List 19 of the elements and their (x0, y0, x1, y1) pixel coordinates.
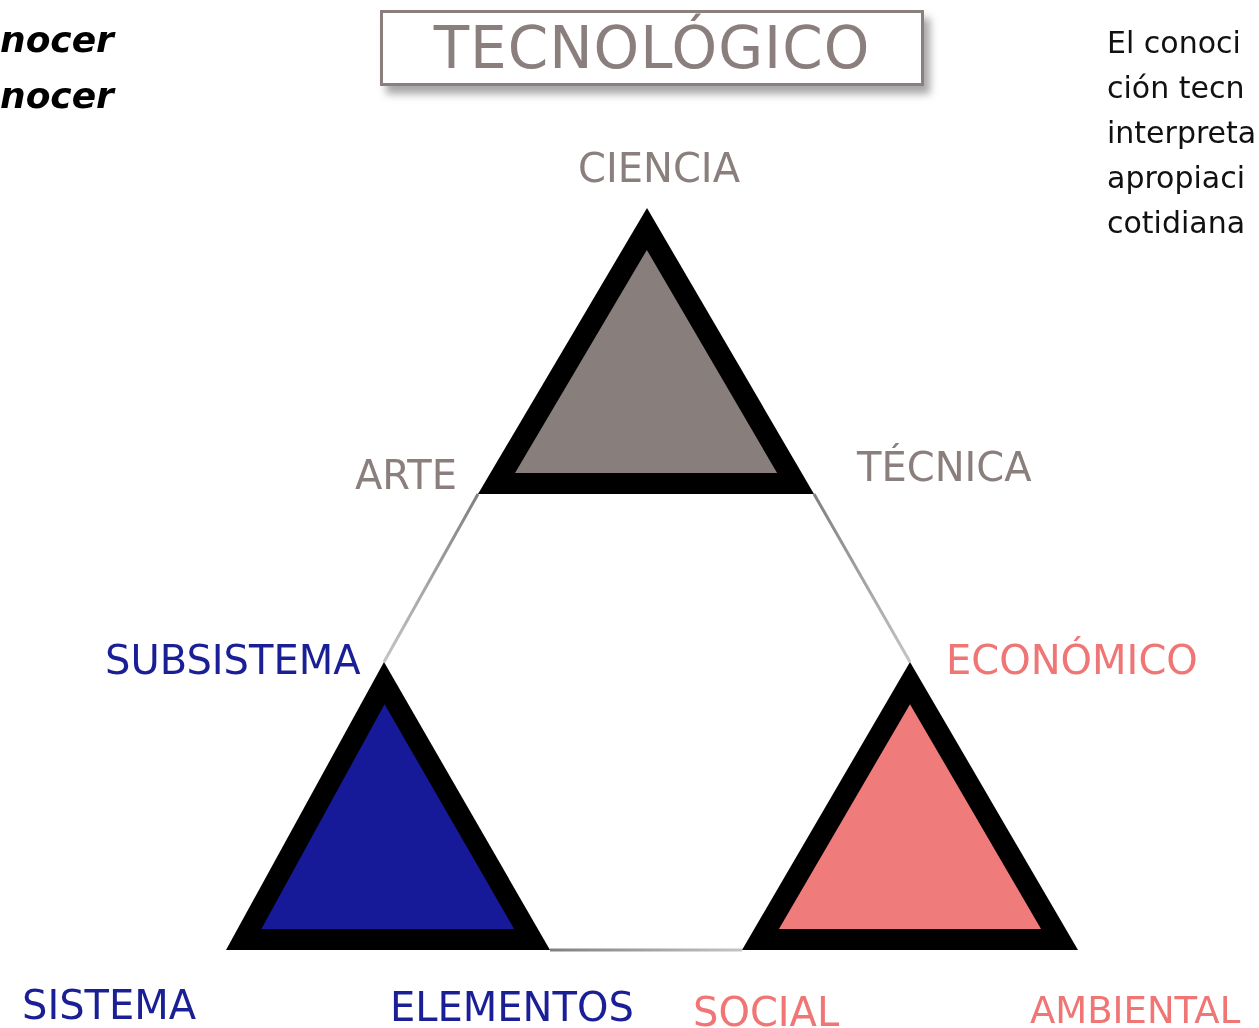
connector-line (812, 493, 912, 663)
triangle-shape (478, 208, 814, 494)
paragraph-line: interpreta (1107, 118, 1257, 148)
corner-label: SUBSISTEMA (105, 640, 361, 680)
side-text: nocer (0, 22, 114, 58)
corner-label: ELEMENTOS (390, 987, 634, 1027)
side-text: nocer (0, 78, 114, 114)
paragraph-line: apropiaci (1107, 163, 1246, 193)
corner-label: ARTE (355, 455, 457, 495)
corner-label: SISTEMA (22, 985, 197, 1025)
paragraph-line: El conoci (1107, 28, 1241, 58)
connector-line (382, 493, 480, 663)
corner-label: AMBIENTAL (1030, 992, 1241, 1028)
title-box: TECNOLÓGICO (380, 10, 924, 86)
corner-label: SOCIAL (693, 992, 840, 1028)
paragraph-line: ción tecn (1107, 73, 1245, 103)
paragraph-line: cotidiana (1107, 208, 1246, 238)
connector-line (550, 948, 742, 952)
corner-label: CIENCIA (578, 148, 740, 188)
